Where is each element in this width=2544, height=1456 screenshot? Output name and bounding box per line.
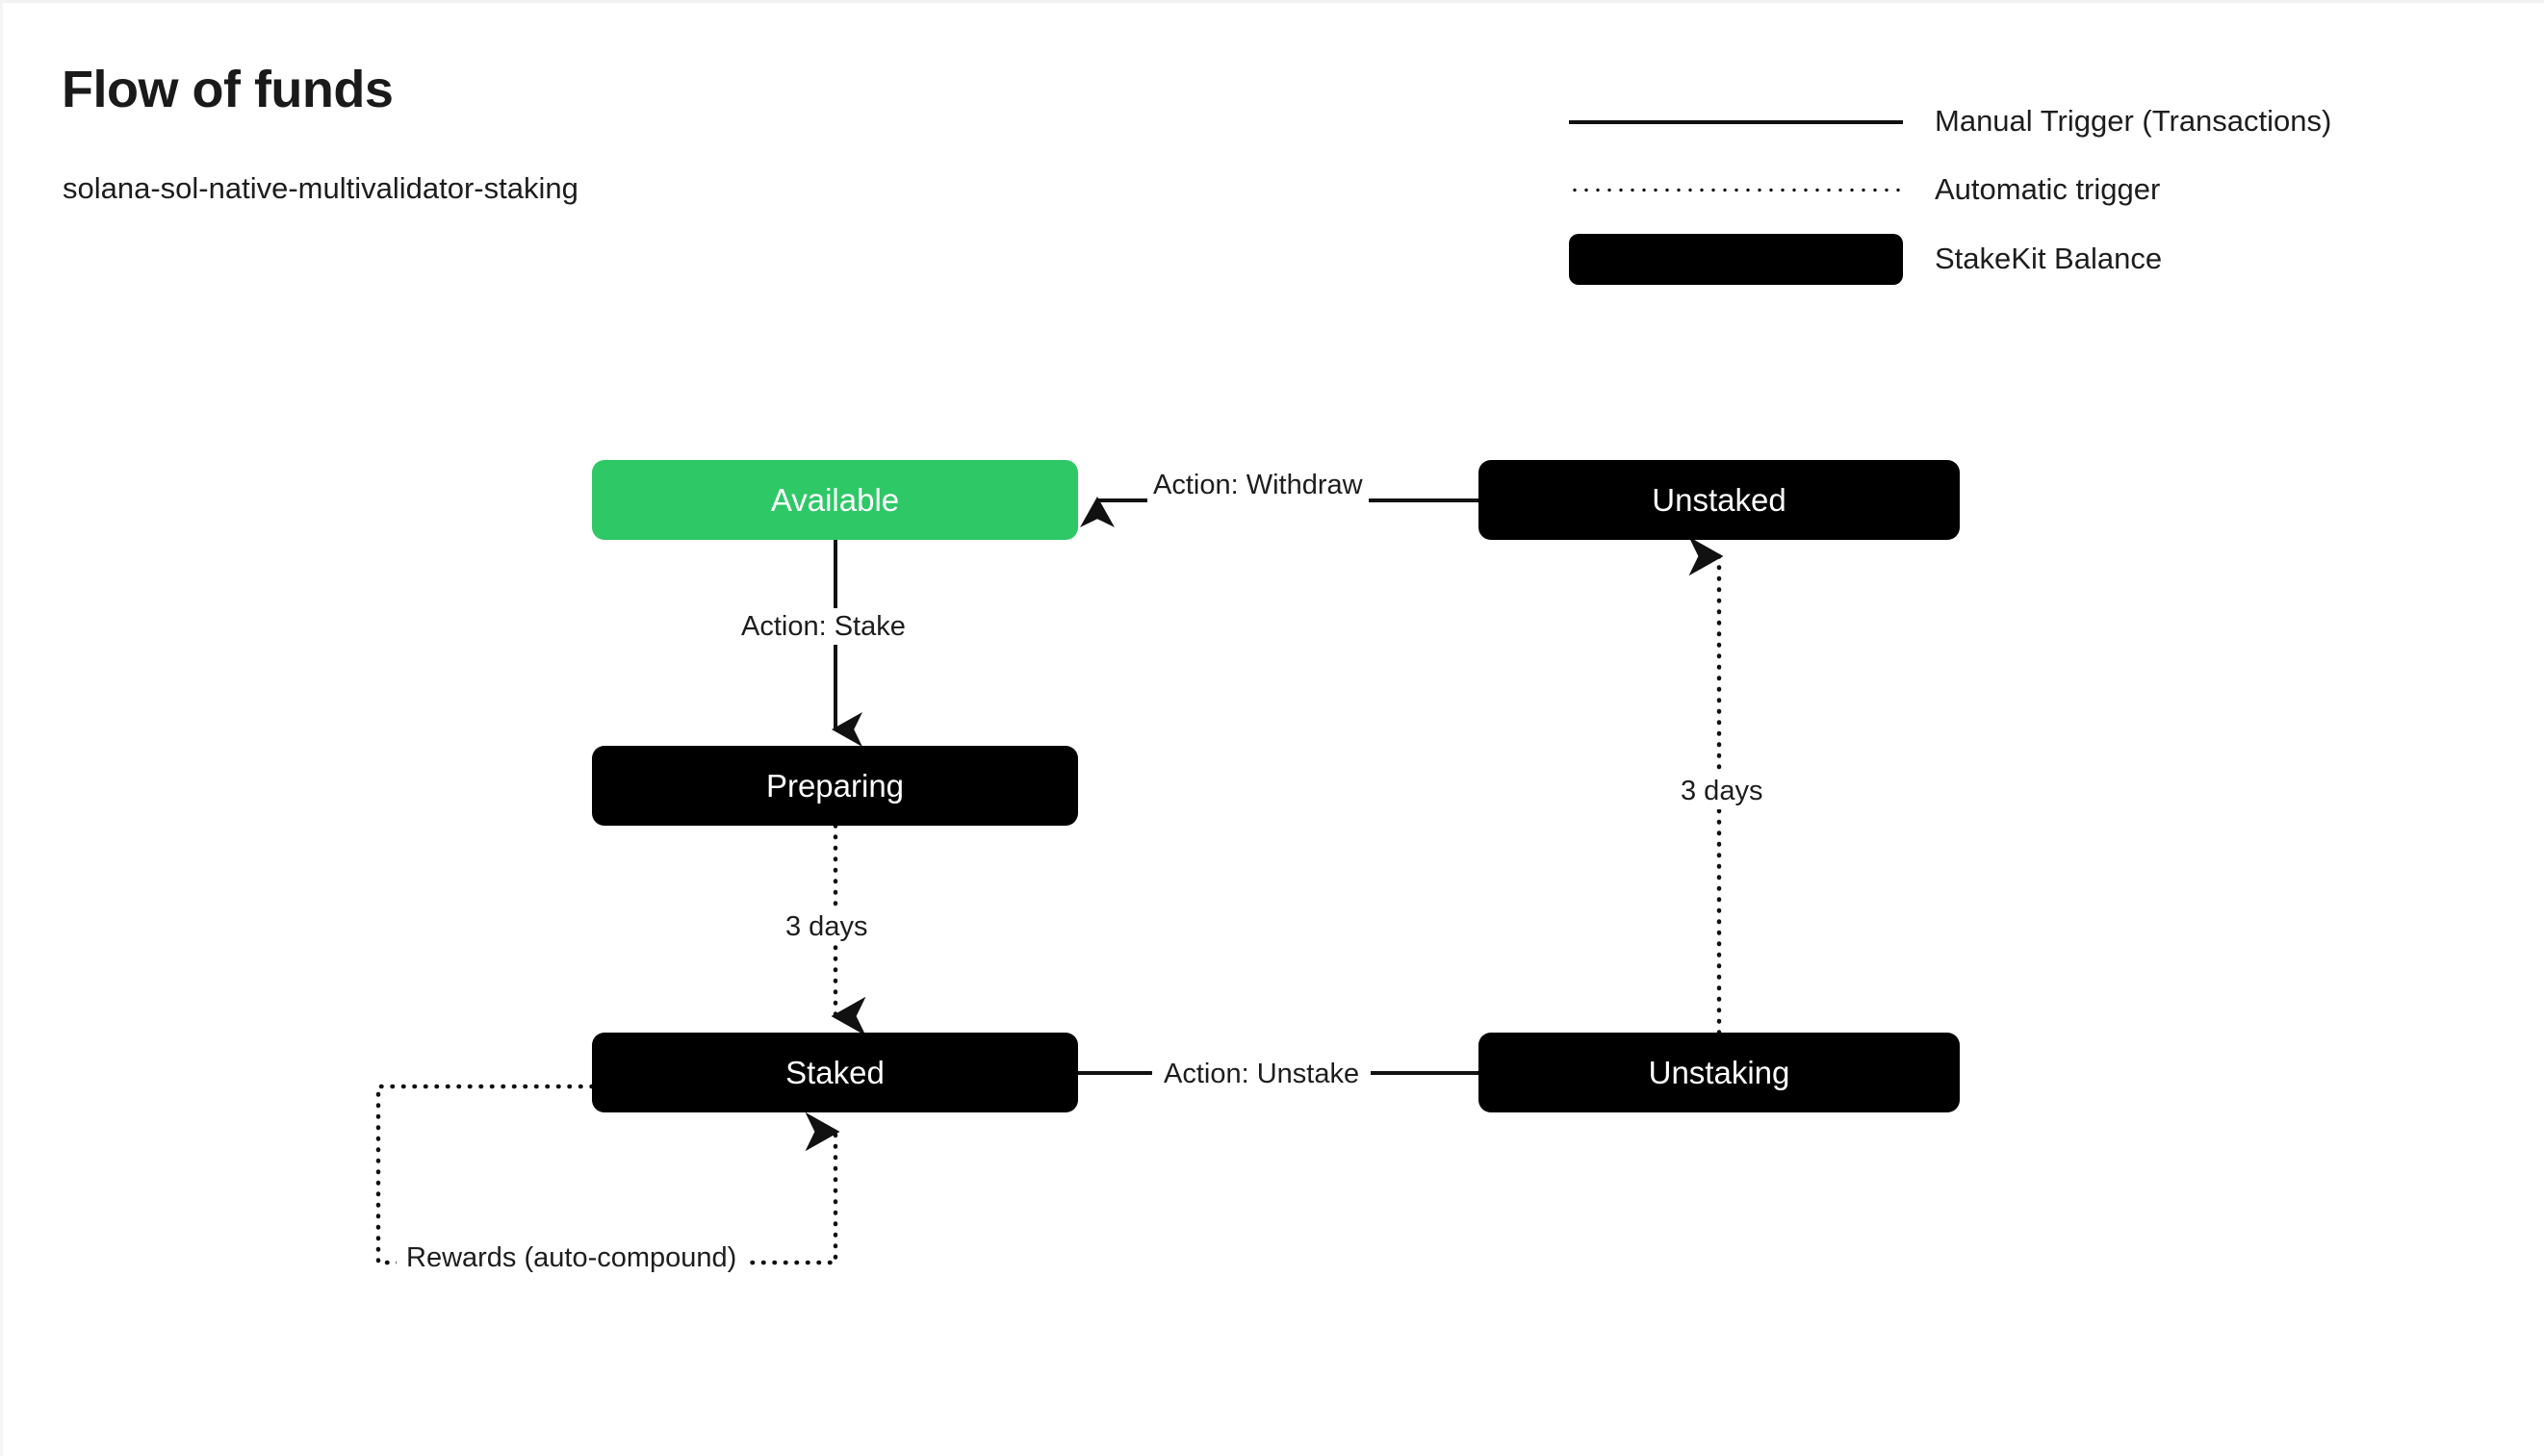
legend-label: StakeKit Balance	[1935, 242, 2163, 275]
edge-label-preparing-days: 3 days	[778, 908, 876, 945]
node-label: Unstaked	[1652, 481, 1786, 518]
page-edge-top	[0, 0, 2544, 3]
legend-item-manual-trigger: Manual Trigger (Transactions)	[1569, 96, 2435, 154]
node-label: Available	[770, 481, 900, 518]
solid-line-icon	[1569, 96, 1903, 147]
edge-label-withdraw: Action: Withdraw	[1147, 467, 1369, 503]
node-staked[interactable]: Staked	[592, 1033, 1078, 1112]
node-label: Unstaking	[1648, 1054, 1790, 1090]
edge-label-stake: Action: Stake	[733, 608, 913, 645]
edge-label-rewards: Rewards (auto-compound)	[397, 1239, 747, 1276]
edge-label-unstaking-days: 3 days	[1671, 773, 1773, 809]
legend-label: Manual Trigger (Transactions)	[1935, 104, 2332, 138]
legend-item-automatic-trigger: Automatic trigger	[1569, 165, 2435, 222]
node-available[interactable]: Available	[592, 460, 1078, 540]
balance-swatch-icon	[1569, 234, 1903, 285]
node-label: Staked	[785, 1054, 885, 1090]
page-title: Flow of funds	[62, 61, 394, 118]
edge-rewards-loop	[375, 1084, 840, 1265]
node-label: Preparing	[765, 767, 905, 804]
dotted-line-icon	[1569, 165, 1903, 216]
edge-label-unstake: Action: Unstake	[1152, 1056, 1372, 1092]
node-unstaked[interactable]: Unstaked	[1478, 460, 1960, 540]
page-edge-left	[0, 0, 3, 1456]
node-unstaking[interactable]: Unstaking	[1478, 1033, 1960, 1112]
legend-item-stakekit-balance: StakeKit Balance	[1569, 234, 2435, 292]
page-subtitle: solana-sol-native-multivalidator-staking	[63, 171, 578, 205]
node-preparing[interactable]: Preparing	[592, 746, 1078, 826]
legend-label: Automatic trigger	[1935, 172, 2161, 206]
